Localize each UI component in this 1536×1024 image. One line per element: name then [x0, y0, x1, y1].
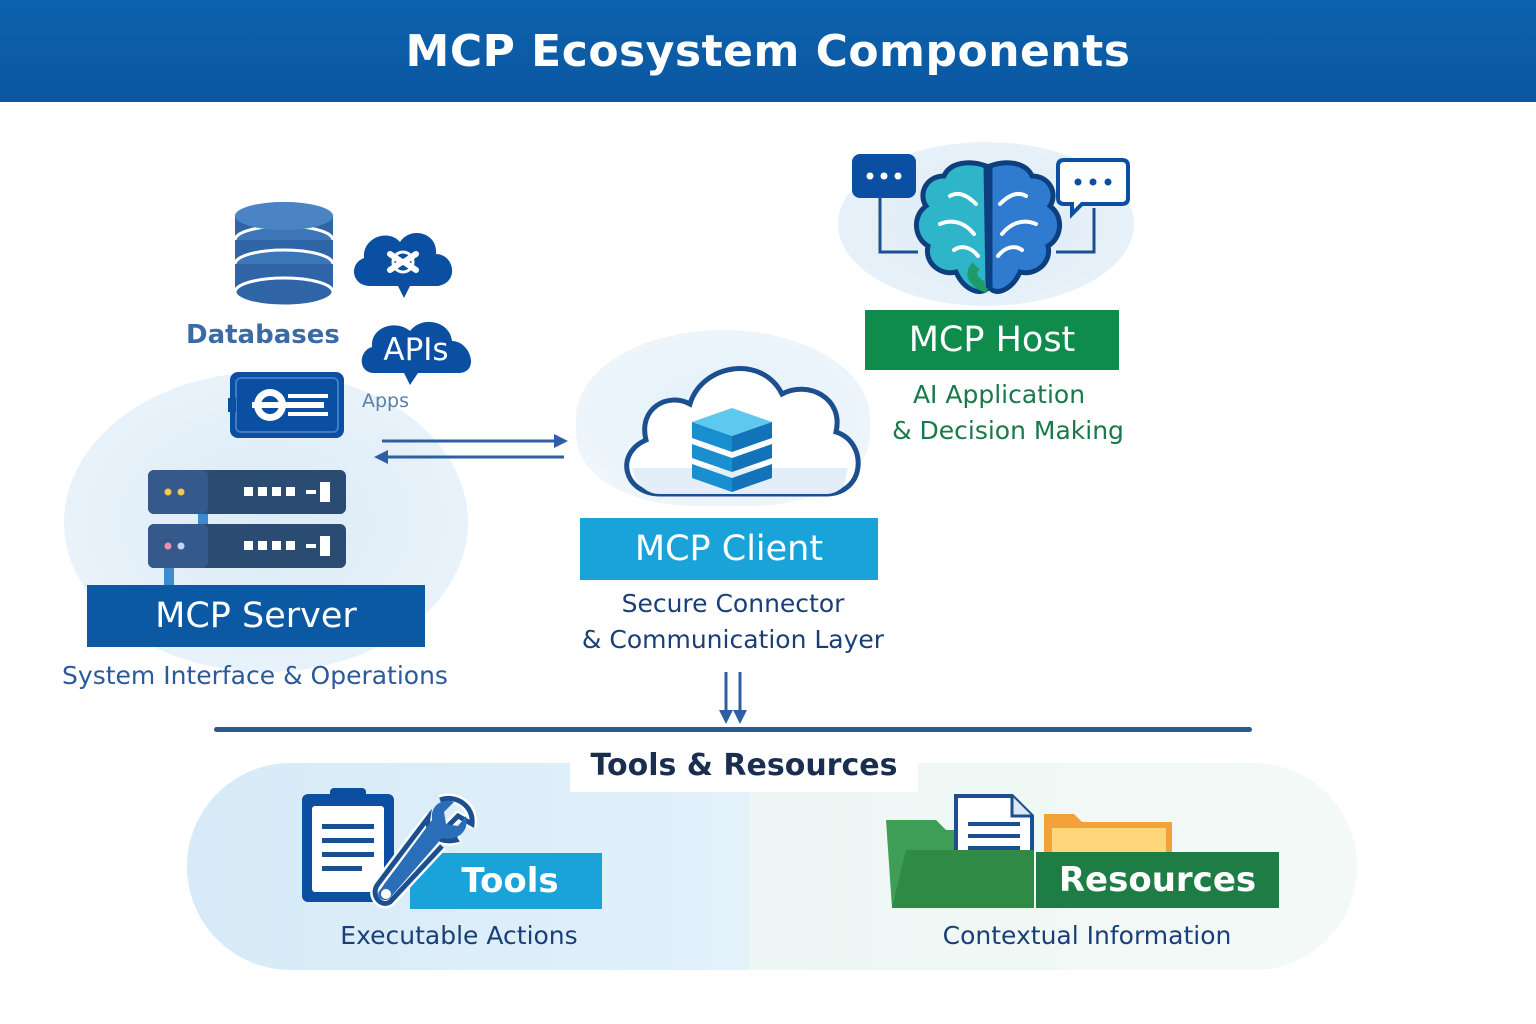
stack-layers-icon: [692, 408, 772, 492]
mcp-server-label: MCP Server: [87, 585, 425, 647]
apps-label: Apps: [362, 390, 410, 412]
server-client-arrows: [374, 434, 568, 464]
header-bar: MCP Ecosystem Components: [0, 0, 1536, 102]
folder-icon: [886, 794, 1172, 908]
tools-label: Tools: [410, 853, 602, 909]
brain-icon: [852, 154, 1130, 294]
tools-caption: Executable Actions: [340, 921, 578, 950]
server-rack-icon: [148, 470, 346, 588]
page-title: MCP Ecosystem Components: [405, 25, 1131, 77]
client-caption-line1: Secure Connector: [621, 589, 845, 618]
resources-caption: Contextual Information: [942, 921, 1232, 950]
resources-label: Resources: [1036, 852, 1279, 908]
mcp-client-label: MCP Client: [580, 518, 878, 580]
cloud-api-icon: [353, 232, 453, 298]
down-arrows: [719, 672, 747, 724]
apis-label: APIs: [383, 332, 449, 368]
client-caption-line2: & Communication Layer: [581, 625, 885, 654]
server-caption: System Interface & Operations: [62, 661, 448, 690]
divider-line: [214, 727, 1252, 732]
apis-bubble: [361, 321, 472, 385]
database-icon: [233, 202, 335, 308]
apps-card-icon: [228, 372, 344, 438]
host-caption-line1: AI Application: [912, 380, 1086, 409]
databases-label: Databases: [186, 318, 340, 352]
clipboard-icon: [302, 788, 394, 902]
mcp-host-label: MCP Host: [865, 310, 1119, 370]
wrench-icon: [370, 793, 478, 909]
tools-resources-title: Tools & Resources: [570, 740, 918, 792]
host-caption-line2: & Decision Making: [892, 416, 1124, 445]
